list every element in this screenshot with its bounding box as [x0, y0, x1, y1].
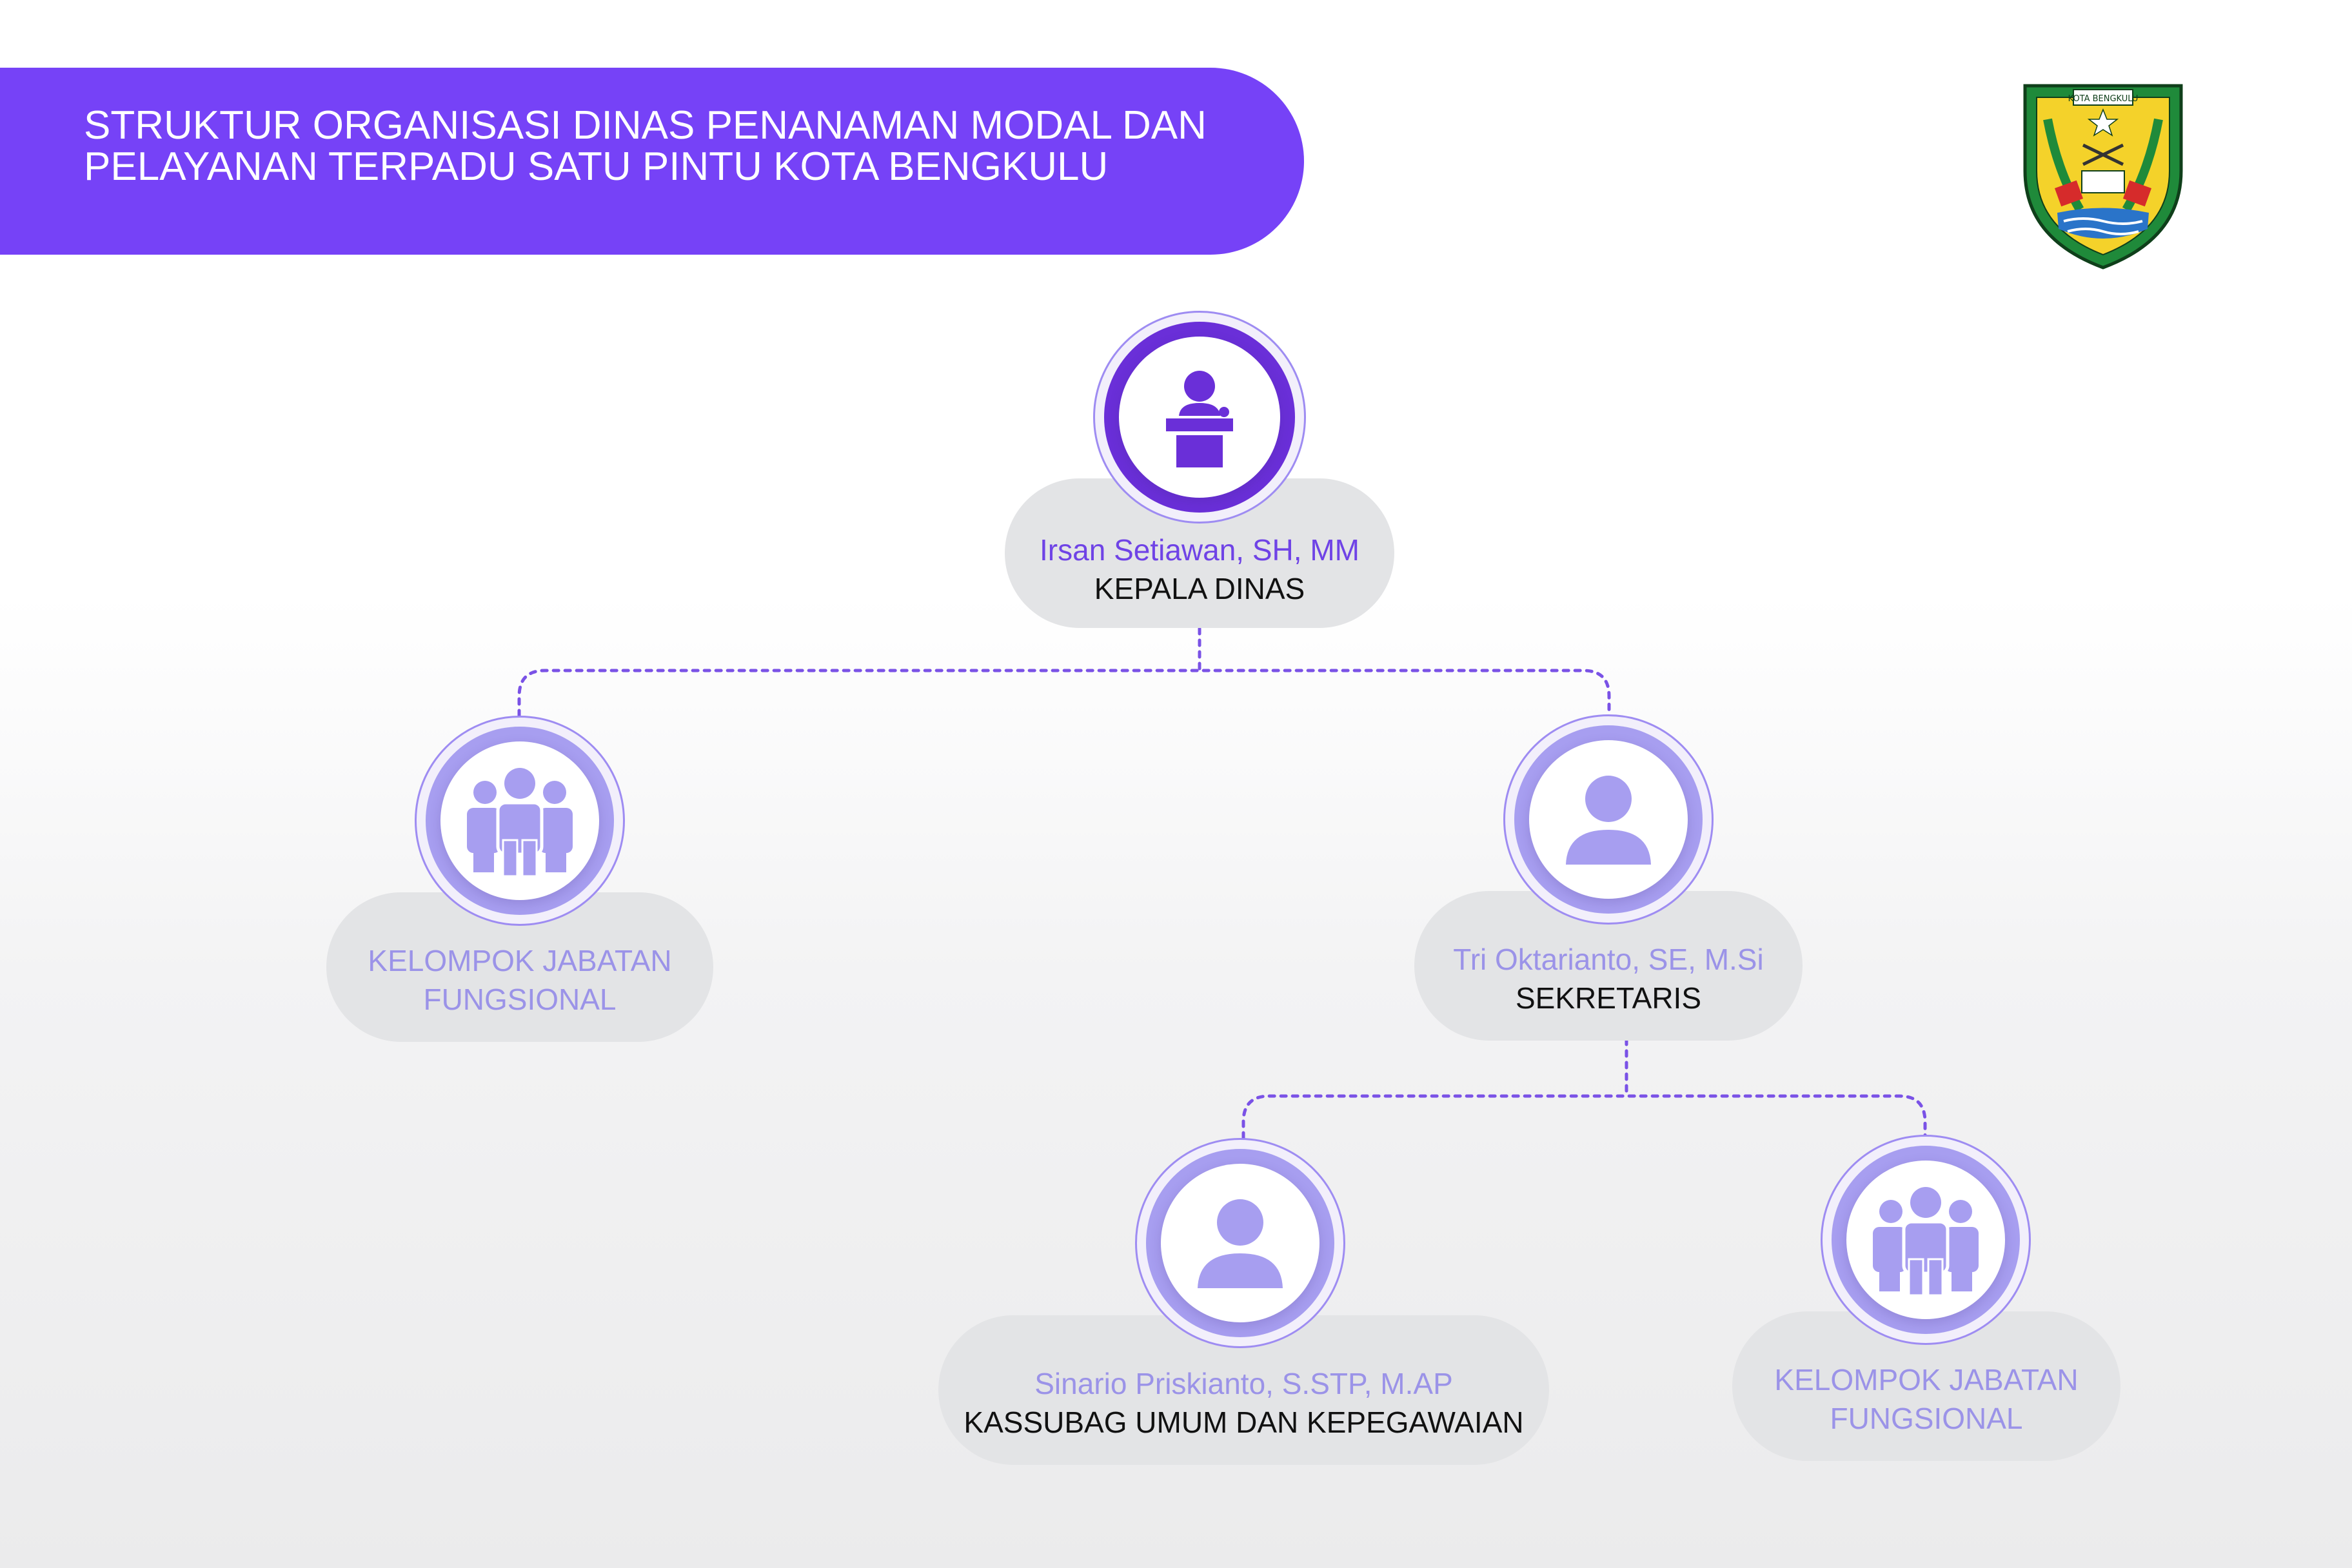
node-kepala-dinas-role: KEPALA DINAS [1094, 572, 1305, 605]
header-banner: STRUKTUR ORGANISASI DINAS PENANAMAN MODA… [0, 68, 1304, 255]
node-kassubag-role: KASSUBAG UMUM DAN KEPEGAWAIAN [964, 1406, 1524, 1439]
node-kelompok-right-line-1: KELOMPOK JABATAN [1774, 1363, 2079, 1396]
group-icon [467, 768, 573, 877]
person-icon [1566, 776, 1651, 865]
connector-head-branch [517, 669, 1611, 718]
node-sekretaris-name: Tri Oktarianto, SE, M.Si [1453, 943, 1764, 976]
node-sekretaris-role: SEKRETARIS [1516, 981, 1701, 1015]
page-title: STRUKTUR ORGANISASI DINAS PENANAMAN MODA… [84, 105, 1245, 188]
connector-secretary-branch [1241, 1094, 1927, 1140]
node-kassubag-name: Sinario Priskianto, S.STP, M.AP [1034, 1367, 1453, 1400]
node-kepala-dinas-name: Irsan Setiawan, SH, MM [1040, 533, 1359, 567]
page-title-line-2: PELAYANAN TERPADU SATU PINTU KOTA BENGKU… [84, 144, 1109, 189]
node-kassubag-label: Sinario Priskianto, S.STP, M.AP KASSUBAG… [938, 1315, 1549, 1465]
person-icon [1198, 1199, 1283, 1288]
node-kelompok-right-label: KELOMPOK JABATAN FUNGSIONAL [1732, 1311, 2120, 1461]
kota-bengkulu-emblem-icon: KOTA BENGKULU [2023, 84, 2183, 270]
node-kelompok-left-line-1: KELOMPOK JABATAN [368, 944, 672, 977]
node-kelompok-right-line-2: FUNGSIONAL [1830, 1402, 2023, 1435]
group-icon [1873, 1187, 1979, 1297]
speaker-podium-icon [1166, 371, 1233, 467]
node-kelompok-left-line-2: FUNGSIONAL [423, 983, 617, 1016]
emblem-label: KOTA BENGKULU [2068, 94, 2139, 104]
page-title-line-1: STRUKTUR ORGANISASI DINAS PENANAMAN MODA… [84, 103, 1207, 148]
